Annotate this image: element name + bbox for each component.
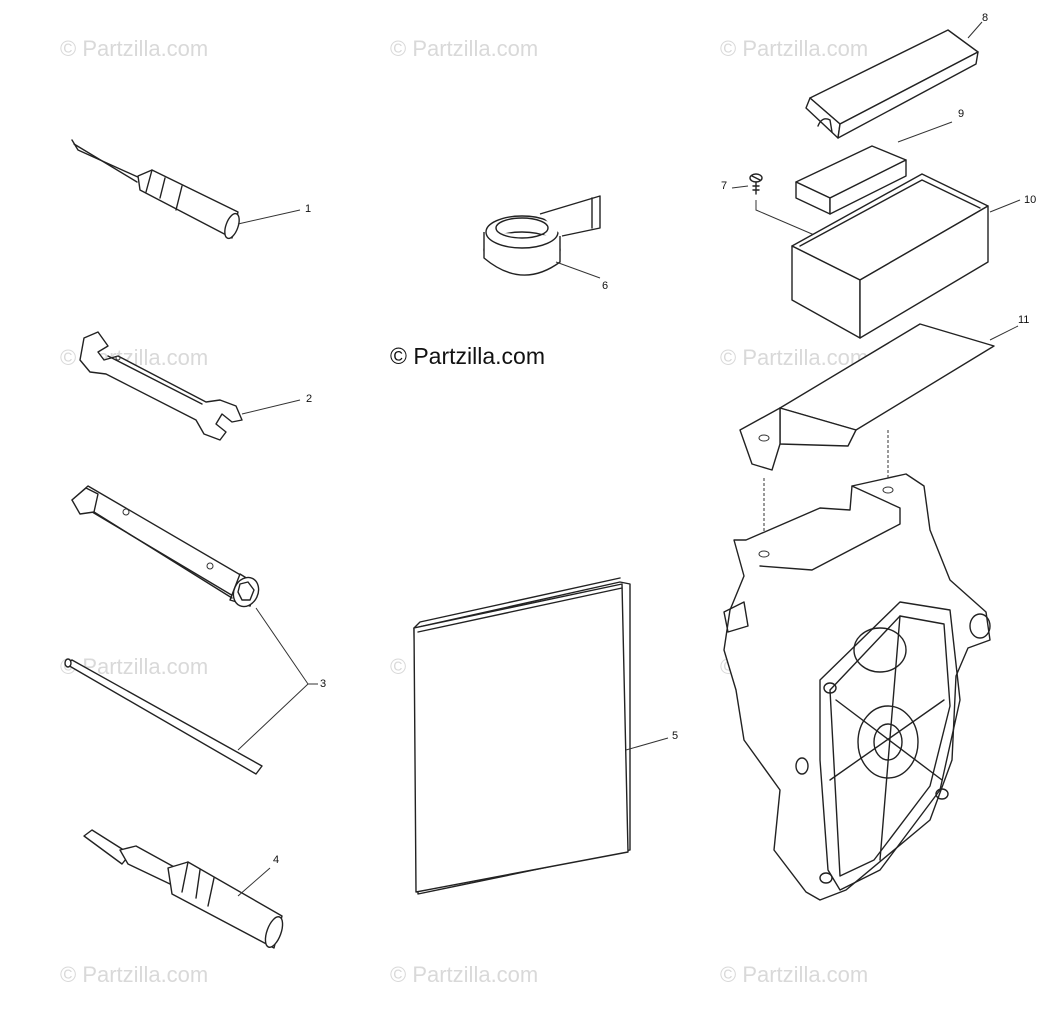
callout-1: 1 bbox=[305, 203, 312, 215]
decal-roll-icon bbox=[483, 195, 601, 279]
callout-8: 8 bbox=[982, 12, 989, 24]
box-wrench-icon bbox=[71, 485, 260, 608]
tool-box-icon bbox=[791, 173, 1021, 339]
recoil-housing-icon bbox=[723, 473, 991, 901]
tommy-bar-icon bbox=[64, 658, 263, 775]
watermark: © Partzilla.com bbox=[720, 962, 869, 987]
wrench-icon bbox=[79, 331, 301, 441]
callout-11: 11 bbox=[1018, 314, 1030, 326]
watermark: © Partzilla.com bbox=[390, 962, 539, 987]
watermark: © Partzilla.com bbox=[390, 36, 539, 61]
screwdriver-icon bbox=[71, 139, 301, 240]
callout-5: 5 bbox=[672, 730, 679, 742]
screw-icon bbox=[731, 173, 841, 247]
manual-book-icon bbox=[413, 577, 669, 895]
socket-driver-icon bbox=[83, 829, 284, 949]
callout-3: 3 bbox=[320, 678, 327, 690]
callout-2: 2 bbox=[306, 393, 313, 405]
mounting-bracket-icon bbox=[739, 323, 1019, 552]
watermark: © Partzilla.com bbox=[720, 36, 869, 61]
foam-pad-icon bbox=[795, 121, 953, 215]
callout-6: 6 bbox=[602, 280, 609, 292]
callout-7: 7 bbox=[721, 180, 728, 192]
callout-9: 9 bbox=[958, 108, 965, 120]
watermark: © Partzilla.com bbox=[60, 962, 209, 987]
watermark: © Partzilla.com bbox=[60, 36, 209, 61]
tool-box-lid-icon bbox=[805, 21, 983, 139]
watermark: © Partzilla.com bbox=[720, 345, 869, 370]
copyright-notice: © Partzilla.com bbox=[390, 343, 545, 369]
callout-4: 4 bbox=[273, 854, 280, 866]
callout-10: 10 bbox=[1024, 194, 1037, 206]
